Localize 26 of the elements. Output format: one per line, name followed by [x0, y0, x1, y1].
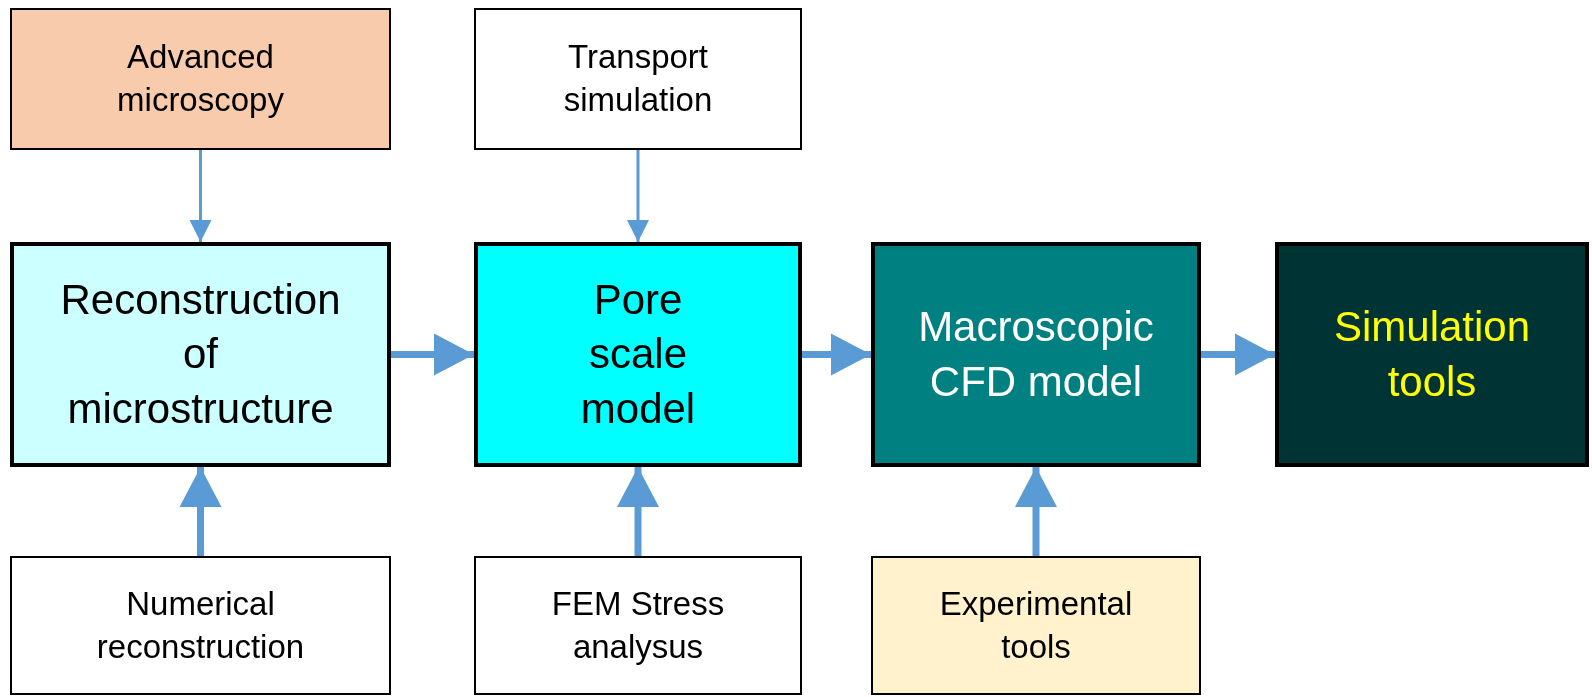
arrow [627, 150, 649, 242]
arrow [189, 150, 212, 242]
box-label: Simulation tools [1333, 301, 1531, 407]
arrow [617, 467, 659, 556]
process-box [10, 556, 391, 695]
arrow [802, 333, 871, 376]
process-box [474, 556, 802, 695]
box-label: Numerical reconstruction [95, 583, 306, 667]
box-label: Experimental tools [939, 583, 1133, 667]
process-box [1275, 242, 1589, 467]
box-label: Advanced microscopy [116, 37, 285, 120]
box-label: Macroscopic CFD model [918, 301, 1154, 407]
arrow [391, 333, 474, 376]
box-label: Pore scale model [579, 274, 697, 434]
process-box [10, 8, 391, 150]
box-label: FEM Stress analysus [550, 583, 726, 667]
process-box [10, 242, 391, 467]
box-label: Reconstruction of microstructure [60, 274, 341, 434]
process-box [474, 8, 802, 150]
process-box [871, 556, 1201, 695]
process-box [871, 242, 1201, 467]
arrow [1015, 467, 1057, 556]
process-box [474, 242, 802, 467]
arrow [179, 467, 222, 556]
arrow [1201, 333, 1275, 376]
box-label: Transport simulation [562, 37, 714, 120]
